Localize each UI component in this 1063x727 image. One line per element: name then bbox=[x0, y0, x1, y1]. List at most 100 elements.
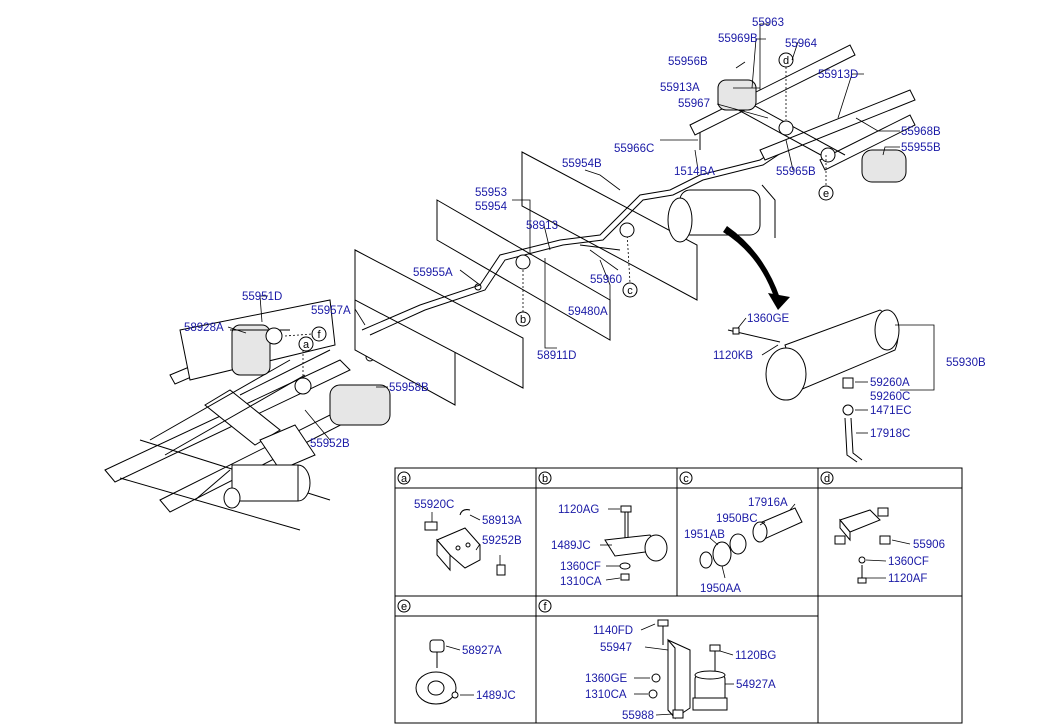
label-1360GE: 1360GE bbox=[747, 313, 790, 325]
label-c-1950BC: 1950BC bbox=[716, 513, 758, 525]
label-55930B: 55930B bbox=[946, 357, 986, 369]
label-55967: 55967 bbox=[678, 98, 710, 110]
label-1514BA: 1514BA bbox=[674, 166, 715, 178]
label-1120KB: 1120KB bbox=[713, 350, 753, 362]
rear-leveling-valve bbox=[778, 120, 794, 136]
front-air-spring bbox=[231, 324, 271, 376]
svg-text:a: a bbox=[303, 339, 310, 351]
label-55954: 55954 bbox=[475, 201, 508, 213]
label-a-59252B: 59252B bbox=[482, 535, 522, 547]
svg-text:c: c bbox=[627, 285, 633, 297]
label-b-1489JC: 1489JC bbox=[551, 540, 591, 552]
label-a-58913A: 58913A bbox=[482, 515, 522, 527]
label-55951D: 55951D bbox=[242, 291, 282, 303]
front-chassis-frame bbox=[104, 283, 482, 531]
detail-a-valve: 55920C 58913A 59252B bbox=[414, 499, 522, 576]
label-55956B: 55956B bbox=[668, 56, 708, 68]
label-55955A: 55955A bbox=[413, 267, 453, 279]
label-c-17916A: 17916A bbox=[748, 497, 788, 509]
label-b-1310CA: 1310CA bbox=[560, 576, 602, 588]
label-1471EC: 1471EC bbox=[870, 405, 912, 417]
detail-f-valve-bracket: 1140FD 55947 1120BG 1360GE 54927A 1310CA… bbox=[585, 619, 776, 722]
label-58911D: 58911D bbox=[537, 350, 576, 362]
leader-lines bbox=[227, 23, 935, 441]
label-55960: 55960 bbox=[590, 274, 622, 286]
svg-text:e: e bbox=[401, 601, 407, 613]
label-55968B: 55968B bbox=[901, 126, 941, 138]
label-58928A: 58928A bbox=[184, 322, 224, 334]
detail-header-f: f bbox=[538, 599, 552, 613]
label-f-54927A: 54927A bbox=[736, 679, 776, 691]
label-59260C: 59260C bbox=[870, 391, 910, 403]
label-d-1360CF: 1360CF bbox=[888, 556, 929, 568]
rear-air-spring-right bbox=[861, 149, 907, 183]
detail-header-e: e bbox=[397, 599, 411, 613]
floor-panels bbox=[354, 151, 698, 406]
label-d-1120AF: 1120AF bbox=[888, 573, 927, 585]
detail-e-valve: 58927A 1489JC bbox=[415, 639, 516, 705]
svg-text:a: a bbox=[401, 473, 408, 485]
label-55954B: 55954B bbox=[562, 158, 602, 170]
air-tank bbox=[727, 309, 900, 463]
detail-table: a b c d e f bbox=[394, 467, 963, 724]
main-part-labels: 55963 55969B 55964 55956B 55913D 55913A … bbox=[184, 17, 986, 450]
label-55969B: 55969B bbox=[718, 33, 758, 45]
label-d-55906: 55906 bbox=[913, 539, 945, 551]
label-a-55920C: 55920C bbox=[414, 499, 454, 511]
label-59480A: 59480A bbox=[568, 306, 608, 318]
label-b-1360CF: 1360CF bbox=[560, 561, 601, 573]
label-f-1120BG: 1120BG bbox=[735, 650, 776, 662]
callout-e: e bbox=[818, 185, 834, 201]
label-55958B: 55958B bbox=[389, 382, 429, 394]
svg-text:f: f bbox=[317, 329, 321, 341]
rear-air-spring-left bbox=[717, 79, 757, 111]
leveling-valve-front-left bbox=[265, 327, 283, 345]
location-arrow bbox=[723, 226, 790, 310]
front-air-spring-right bbox=[329, 384, 391, 426]
svg-text:d: d bbox=[824, 473, 830, 485]
svg-text:c: c bbox=[683, 473, 689, 485]
rear-leveling-valve-right bbox=[820, 147, 836, 163]
detail-c-fitting: 17916A 1950BC 1951AB 1950AA bbox=[684, 497, 803, 595]
label-f-55988: 55988 bbox=[622, 710, 654, 722]
svg-text:e: e bbox=[823, 188, 829, 200]
svg-text:f: f bbox=[543, 601, 547, 613]
label-f-55947: 55947 bbox=[600, 642, 632, 654]
label-55913D: 55913D bbox=[818, 69, 858, 81]
label-f-1360GE: 1360GE bbox=[585, 673, 628, 685]
svg-text:b: b bbox=[520, 314, 526, 326]
label-55952B: 55952B bbox=[310, 438, 350, 450]
svg-text:d: d bbox=[783, 55, 789, 67]
label-c-1950AA: 1950AA bbox=[700, 583, 741, 595]
leveling-valve-front-right bbox=[294, 377, 312, 395]
detail-header-a: a bbox=[397, 471, 411, 485]
detail-header-b: b bbox=[538, 471, 552, 485]
callout-markers: a b c d e f bbox=[298, 52, 834, 352]
callout-b: b bbox=[515, 311, 531, 327]
callout-c: c bbox=[622, 282, 638, 298]
label-55913A: 55913A bbox=[660, 82, 700, 94]
label-55953: 55953 bbox=[475, 187, 507, 199]
label-b-1120AG: 1120AG bbox=[558, 504, 599, 516]
label-e-58927A: 58927A bbox=[462, 645, 502, 657]
label-55966C: 55966C bbox=[614, 143, 654, 155]
label-55963: 55963 bbox=[752, 17, 784, 29]
callout-d: d bbox=[778, 52, 794, 68]
detail-header-d: d bbox=[820, 471, 834, 485]
detail-callout-leaders bbox=[284, 67, 827, 378]
callout-a: a bbox=[298, 336, 314, 352]
svg-text:b: b bbox=[542, 473, 548, 485]
detail-header-c: c bbox=[679, 471, 693, 485]
label-59260A: 59260A bbox=[870, 377, 910, 389]
detail-d-valve: 55906 1360CF 1120AF bbox=[834, 507, 945, 585]
label-17918C: 17918C bbox=[870, 428, 910, 440]
label-58913: 58913 bbox=[526, 220, 558, 232]
rear-chassis-frame bbox=[667, 44, 916, 243]
detail-b-clamp: 1120AG 1489JC 1360CF 1310CA bbox=[551, 504, 668, 588]
label-55955B: 55955B bbox=[901, 142, 941, 154]
label-f-1140FD: 1140FD bbox=[593, 625, 633, 637]
label-55957A: 55957A bbox=[311, 305, 351, 317]
callout-f: f bbox=[311, 326, 327, 342]
label-55964: 55964 bbox=[785, 38, 818, 50]
